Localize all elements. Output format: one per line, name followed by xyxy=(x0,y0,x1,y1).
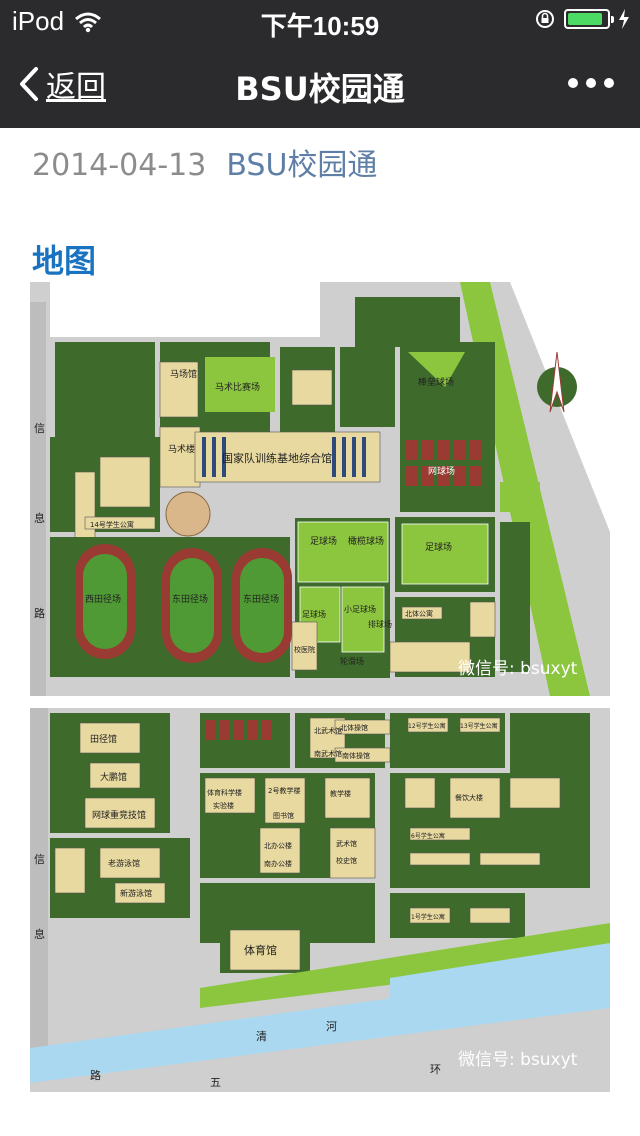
more-dot xyxy=(604,78,614,88)
map-label: 足球场 xyxy=(425,541,452,553)
map-label: 马术比赛场 xyxy=(215,381,260,393)
status-bar: iPod 下午10:59 xyxy=(0,0,640,41)
map-label: 河 xyxy=(326,1020,337,1033)
watermark: 微信号: bsuxyt xyxy=(458,1050,578,1070)
map-label: 12号学生公寓 xyxy=(408,722,446,730)
map-label: 北体操馆 xyxy=(340,723,368,732)
map-label: 轮滑场 xyxy=(340,656,364,666)
rotation-lock-icon xyxy=(536,10,554,28)
map-label: 东田径场 xyxy=(243,593,279,605)
map-label: 国家队训练基地综合馆 xyxy=(222,451,332,465)
campus-map-bottom-image: 田径馆 大鹏馆 网球重竞技馆 体育科学楼 实验楼 2号教学楼 图书馆 北武术馆 … xyxy=(30,708,610,1092)
map-label: 网球场 xyxy=(428,465,455,477)
map-label: 信 xyxy=(34,422,45,435)
more-button[interactable] xyxy=(568,68,614,88)
campus-map-bottom[interactable]: 田径馆 大鹏馆 网球重竞技馆 体育科学楼 实验楼 2号教学楼 图书馆 北武术馆 … xyxy=(30,708,610,1092)
map-label: 武术馆 xyxy=(336,839,357,848)
map-label: 大鹏馆 xyxy=(100,771,127,783)
more-dot xyxy=(586,78,596,88)
map-label: 橄榄球场 xyxy=(348,535,384,547)
map-label: 14号学生公寓 xyxy=(90,520,134,529)
carrier-area: iPod xyxy=(12,6,102,37)
campus-map-top[interactable]: 马场馆 马术比赛场 马术楼 国家队训练基地综合馆 棒垒球场 网球场 14号学生公… xyxy=(30,282,610,696)
map-label: 东田径场 xyxy=(172,593,208,605)
compass-icon xyxy=(537,351,577,413)
map-label: 13号学生公寓 xyxy=(460,722,498,730)
article-source-link[interactable]: BSU校园通 xyxy=(226,148,378,183)
map-label: 足球场 xyxy=(302,609,326,619)
map-label: 路 xyxy=(34,607,45,620)
page-title: BSU校园通 xyxy=(235,70,405,108)
status-time: 下午10:59 xyxy=(260,11,380,41)
map-label: 马术楼 xyxy=(168,443,195,455)
map-label: 实验楼 xyxy=(213,801,234,810)
map-label: 信 xyxy=(34,853,45,866)
map-label: 南体操馆 xyxy=(342,751,370,760)
map-label: 田径馆 xyxy=(90,733,117,745)
campus-map-top-image: 马场馆 马术比赛场 马术楼 国家队训练基地综合馆 棒垒球场 网球场 14号学生公… xyxy=(30,282,610,696)
nav-bar: 返回 BSU校园通 xyxy=(0,40,640,128)
map-label: 网球重竞技馆 xyxy=(92,809,146,821)
watermark: 微信号: bsuxyt xyxy=(458,659,578,679)
map-label: 西田径场 xyxy=(85,593,121,605)
map-label: 环 xyxy=(430,1063,441,1076)
chevron-left-icon xyxy=(20,67,38,101)
back-button[interactable]: 返回 xyxy=(18,62,106,106)
map-label: 北体公寓 xyxy=(405,609,433,618)
map-label: 小足球场 xyxy=(344,604,376,614)
map-label: 息 xyxy=(34,927,45,941)
map-label: 马场馆 xyxy=(170,368,197,380)
map-label: 图书馆 xyxy=(273,811,294,820)
article-date: 2014-04-13 xyxy=(32,148,207,183)
map-label: 新游泳馆 xyxy=(120,888,152,898)
map-label: 足球场 xyxy=(310,535,337,547)
carrier-label: iPod xyxy=(12,6,65,36)
wifi-icon xyxy=(75,12,102,32)
map-label: 体育科学楼 xyxy=(207,788,242,797)
section-title: 地图 xyxy=(32,242,97,280)
map-label: 餐饮大楼 xyxy=(455,793,483,802)
charging-icon xyxy=(619,9,629,29)
status-right xyxy=(534,8,630,30)
map-label: 体育馆 xyxy=(244,943,277,957)
map-label: 6号学生公寓 xyxy=(411,832,445,840)
map-label: 老游泳馆 xyxy=(108,858,140,868)
map-label: 1号学生公寓 xyxy=(411,913,445,921)
map-label: 五 xyxy=(210,1076,221,1089)
map-label: 教学楼 xyxy=(330,789,351,798)
back-label: 返回 xyxy=(46,70,106,105)
map-label: 清 xyxy=(256,1030,267,1043)
map-label: 南办公楼 xyxy=(264,859,292,868)
map-label: 校医院 xyxy=(294,645,315,654)
map-label: 息 xyxy=(34,511,45,525)
more-dot xyxy=(568,78,578,88)
article-meta: 2014-04-13 BSU校园通 xyxy=(32,140,377,184)
map-label: 南武术馆 xyxy=(314,749,342,758)
map-label: 北武术馆 xyxy=(314,726,342,735)
map-label: 2号教学楼 xyxy=(268,786,300,795)
battery-icon xyxy=(564,9,614,29)
map-label: 北办公楼 xyxy=(264,841,292,850)
map-label: 棒垒球场 xyxy=(418,376,454,388)
map-label: 排球场 xyxy=(368,619,392,629)
map-label: 校史馆 xyxy=(336,856,357,865)
map-label: 路 xyxy=(90,1069,101,1082)
